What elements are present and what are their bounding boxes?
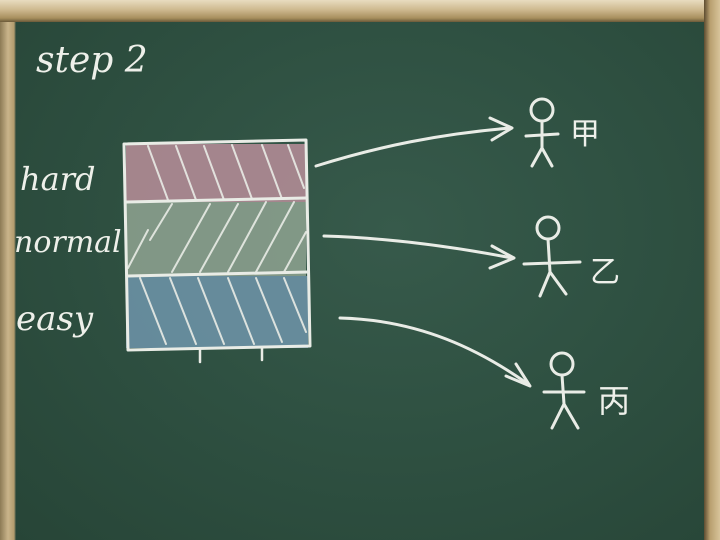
box-divider-bottom bbox=[126, 270, 310, 278]
board-frame-right bbox=[704, 0, 720, 540]
arrow-normal bbox=[322, 234, 514, 260]
arrow-easy bbox=[338, 316, 530, 386]
arrow-normal-head bbox=[488, 244, 516, 270]
label-easy: easy bbox=[16, 299, 94, 339]
box-outline bbox=[122, 138, 312, 352]
box-section-easy bbox=[126, 276, 308, 348]
arrows bbox=[314, 116, 532, 388]
label-normal: normal bbox=[14, 225, 122, 260]
box-section-hard bbox=[126, 144, 306, 202]
arrow-easy-head bbox=[504, 362, 532, 388]
box-feet bbox=[198, 346, 264, 364]
box-section-normal bbox=[126, 202, 306, 276]
stick-figure-2 bbox=[522, 215, 582, 298]
arrow-hard bbox=[314, 126, 512, 168]
step-title: step 2 bbox=[36, 40, 148, 81]
arrow-hard-head bbox=[488, 116, 514, 142]
box-hatching bbox=[127, 144, 307, 345]
box-divider-top bbox=[124, 196, 308, 204]
stacked-box bbox=[122, 138, 312, 364]
stick-figure-3 bbox=[542, 351, 586, 430]
label-hard: hard bbox=[20, 160, 95, 198]
person-label-1: 甲 bbox=[570, 117, 600, 152]
stick-figure-1 bbox=[524, 97, 560, 168]
person-label-2: 乙 bbox=[590, 255, 620, 290]
board-frame-top bbox=[0, 0, 720, 22]
person-label-3: 丙 bbox=[598, 382, 630, 420]
